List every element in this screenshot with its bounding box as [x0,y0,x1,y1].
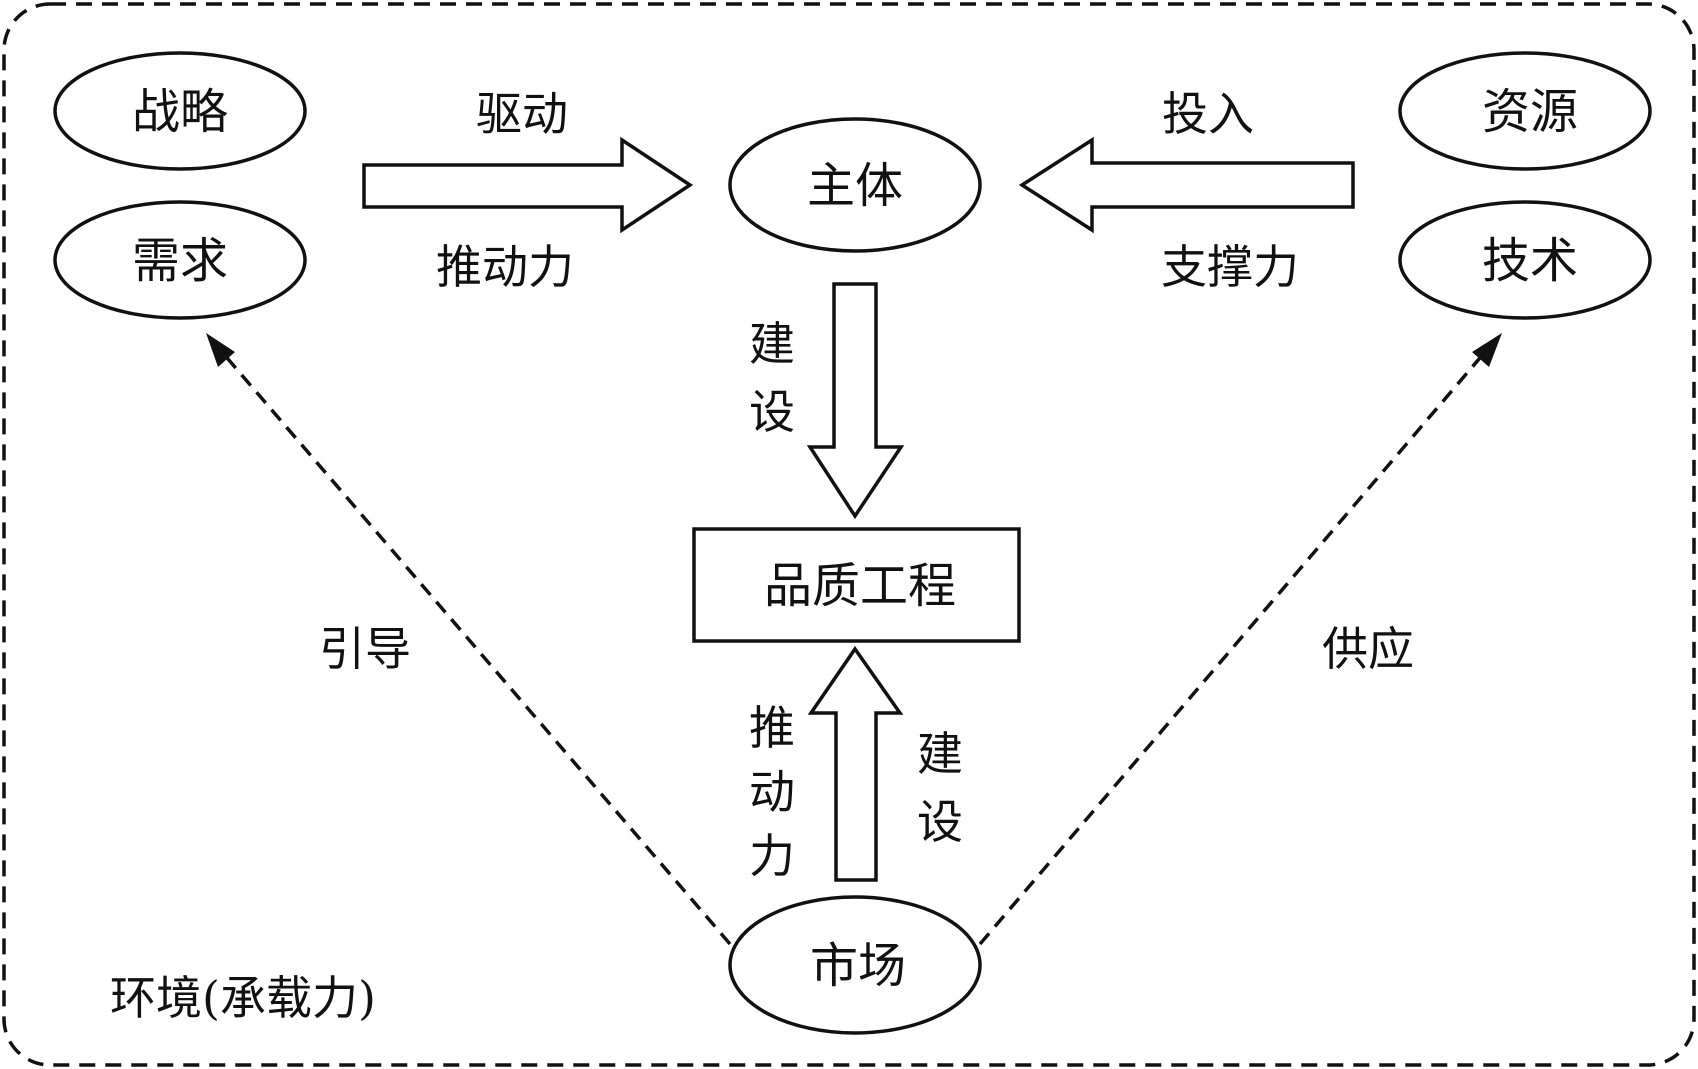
drive-label: 驱动 [476,87,568,141]
demand-node [53,200,307,320]
subject-node [728,117,982,253]
drive-force-label: 推动力 [436,240,574,294]
drive-arrow [362,136,694,234]
push-label-char3: 力 [749,829,795,883]
build-arrow [806,282,905,520]
strategy-label: 战略 [132,84,228,140]
push-arrow [807,645,904,882]
market-label: 市场 [810,938,906,994]
build2-label-char1: 建 [917,727,963,781]
supply-label: 供应 [1322,622,1414,676]
technology-label: 技术 [1482,233,1578,289]
environment-label: 环境(承载力) [110,971,376,1025]
resource-label: 资源 [1482,84,1578,140]
quality-engineering-label: 品质工程 [764,558,956,614]
guide-label: 引导 [319,622,411,676]
guide-dashed-line [220,350,732,946]
input-label: 投入 [1162,87,1254,141]
demand-label: 需求 [132,233,228,289]
push-label-char2: 动 [749,765,795,819]
supply-dashed-line [978,350,1487,946]
build2-label-char2: 设 [917,795,963,849]
technology-node [1398,200,1652,320]
subject-label: 主体 [807,158,903,214]
quality-engineering-box [692,527,1021,643]
build-label-char1: 建 [749,317,795,371]
input-arrow [1018,136,1355,234]
supply-arrowhead [1472,333,1502,367]
guide-arrowhead [206,333,235,367]
strategy-node [53,51,307,171]
push-label-char1: 推 [749,701,795,755]
resource-node [1398,51,1652,171]
support-force-label: 支撑力 [1161,240,1299,294]
build-label-char2: 设 [749,385,795,439]
market-node [728,895,982,1035]
